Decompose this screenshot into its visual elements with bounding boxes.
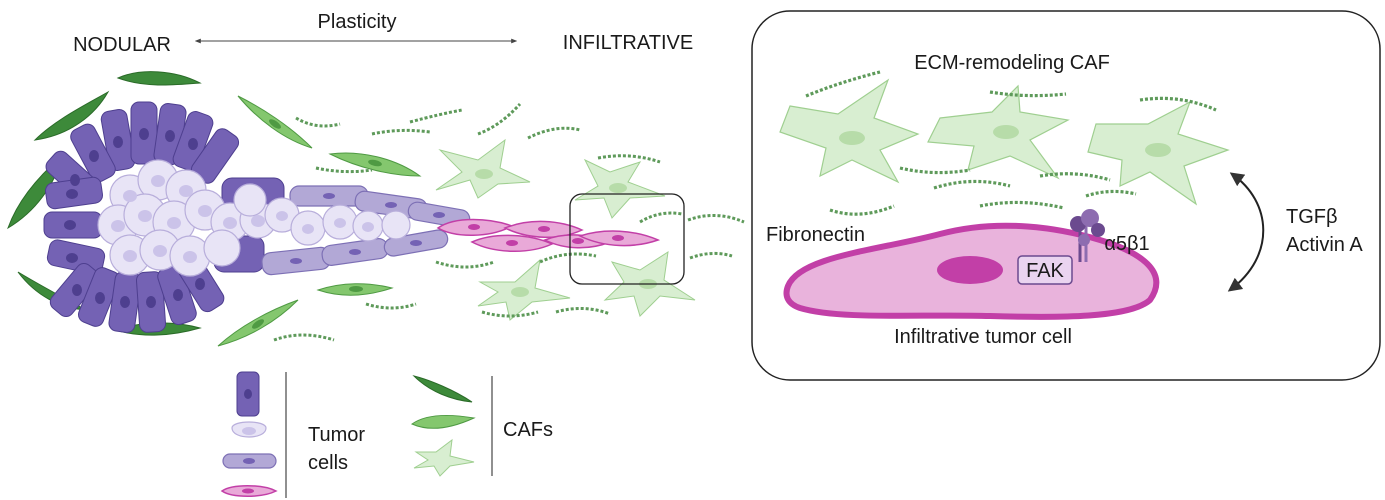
infiltrative-label: INFILTRATIVE (563, 32, 693, 54)
ecm-remodeling-cafs (779, 78, 1230, 206)
fibronectin-fibers (273, 102, 745, 342)
legend-tumor-label-2: cells (308, 452, 348, 474)
legend-cafs-label: CAFs (503, 419, 553, 441)
integrin-label: α5β1 (1104, 233, 1149, 255)
signaling-arrow (1227, 172, 1265, 292)
legend-tumor-label-1: Tumor (308, 424, 365, 446)
tumor-illustration (7, 71, 745, 347)
light-lavender-tumor-cells (97, 159, 277, 277)
legend-tumor-cell-icons (220, 371, 278, 497)
tumor-cell-nucleus (937, 256, 1003, 284)
pink-infiltrative-cells (436, 218, 661, 252)
dark-purple-tumor-cells (43, 101, 285, 333)
legend: Tumor cells CAFs (220, 371, 553, 498)
inset-panel: ECM-remodeling CAF Fibronectin (751, 10, 1381, 381)
nodular-label: NODULAR (73, 34, 171, 56)
plasticity-label: Plasticity (318, 11, 397, 33)
zoom-box (569, 193, 685, 285)
inset-fibronectin-fibers (805, 70, 1217, 216)
activin-label: Activin A (1286, 234, 1363, 256)
inset-title: ECM-remodeling CAF (914, 52, 1110, 74)
fak-box (1017, 255, 1073, 285)
fibronectin-label: Fibronectin (766, 224, 865, 246)
mid-green-cafs (217, 95, 422, 347)
stream-round-cells (264, 197, 411, 246)
tumor-cell-label: Infiltrative tumor cell (894, 326, 1072, 348)
integrin-a5b1-icon (1070, 209, 1105, 262)
legend-caf-icons (410, 375, 476, 477)
fak-label: FAK (1026, 260, 1064, 282)
dark-green-cafs (7, 71, 202, 336)
mid-lavender-tumor-cells (261, 185, 471, 276)
tgfb-label: TGFβ (1286, 206, 1338, 228)
